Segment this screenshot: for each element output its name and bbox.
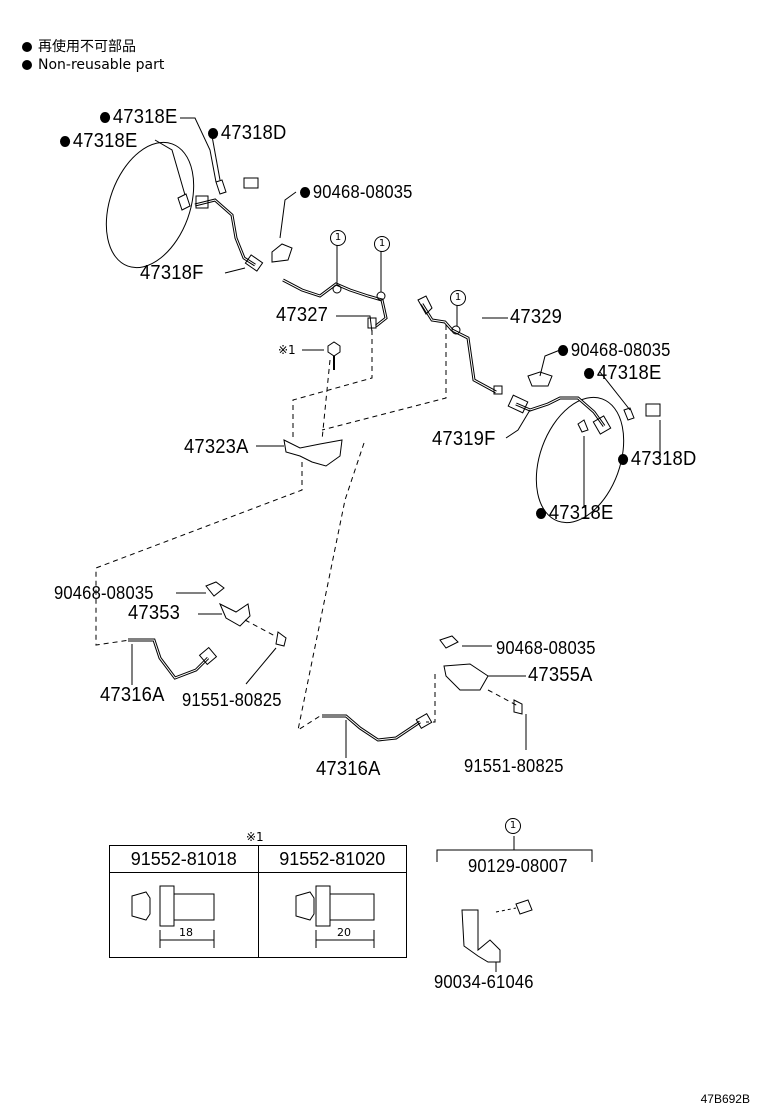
hose-47316A-b: [322, 714, 421, 742]
label-90468-d: 90468-08035: [496, 638, 596, 658]
circled-one: 1: [330, 230, 346, 246]
hose-47318F: [194, 198, 256, 267]
label-47318F: 47318F: [140, 262, 204, 284]
bracket-47323A: [283, 439, 343, 467]
circled-one: 1: [450, 290, 466, 306]
disc-left: [105, 141, 195, 269]
label-90468-b: 90468-08035: [558, 340, 671, 361]
clamp-90468: [271, 243, 293, 263]
bracket-47355A: [443, 663, 489, 691]
hose-47316A-a: [128, 638, 210, 680]
label-47318E-d: 47318E: [536, 502, 613, 525]
label-47318D-b: 47318D: [618, 448, 696, 471]
fitting: [195, 195, 209, 209]
label-47319F: 47319F: [432, 428, 496, 450]
label-47329: 47329: [510, 306, 563, 328]
label-47318E-a: 47318E: [100, 106, 177, 129]
circled-one: 1: [374, 236, 390, 252]
bullet-icon: [22, 60, 32, 70]
bolt-47318D: [243, 177, 259, 189]
label-47316A-a: 47316A: [100, 684, 165, 706]
label-47327: 47327: [276, 304, 329, 326]
figure-code: 47B692B: [700, 1092, 750, 1106]
bolt-col-2: 91552-81020: [257, 845, 407, 873]
bracket-47353: [219, 602, 251, 627]
clip-47318E-b: [215, 179, 227, 195]
clamp-90468-c: [205, 581, 225, 597]
label-91551-a: 91551-80825: [182, 690, 282, 710]
fitting: [244, 254, 264, 272]
label-91551-b: 91551-80825: [464, 756, 564, 776]
bullet-icon: [22, 42, 32, 52]
label-47318E-b: 47318E: [60, 130, 137, 153]
label-90034: 90034-61046: [434, 972, 534, 992]
legend-jp: 再使用不可部品: [22, 36, 136, 56]
label-47353: 47353: [128, 602, 181, 624]
dim-20: 20: [337, 926, 351, 939]
label-47316A-b: 47316A: [316, 758, 381, 780]
legend-en-text: Non-reusable part: [38, 57, 165, 73]
legend-en: Non-reusable part: [22, 57, 164, 73]
label-47323A: 47323A: [184, 436, 249, 458]
clip-47318E: [177, 193, 191, 211]
label-90468-a: 90468-08035: [300, 182, 413, 203]
label-ref-1: ※1: [278, 343, 296, 357]
bolt-col-1: 91552-81018: [109, 845, 259, 873]
label-90129: 90129-08007: [468, 856, 568, 876]
dim-18: 18: [179, 926, 193, 939]
label-47355A: 47355A: [528, 664, 593, 686]
bolt-table: 91552-81018 91552-81020: [109, 845, 407, 958]
bracket-90034: [461, 909, 501, 963]
wire-47329: [420, 303, 497, 394]
legend-jp-text: 再使用不可部品: [38, 39, 136, 55]
label-47318D-a: 47318D: [208, 122, 286, 145]
circled-one: 1: [505, 818, 521, 834]
table-ref: ※1: [246, 830, 264, 844]
label-47318E-c: 47318E: [584, 362, 661, 385]
label-90468-c: 90468-08035: [54, 583, 154, 603]
